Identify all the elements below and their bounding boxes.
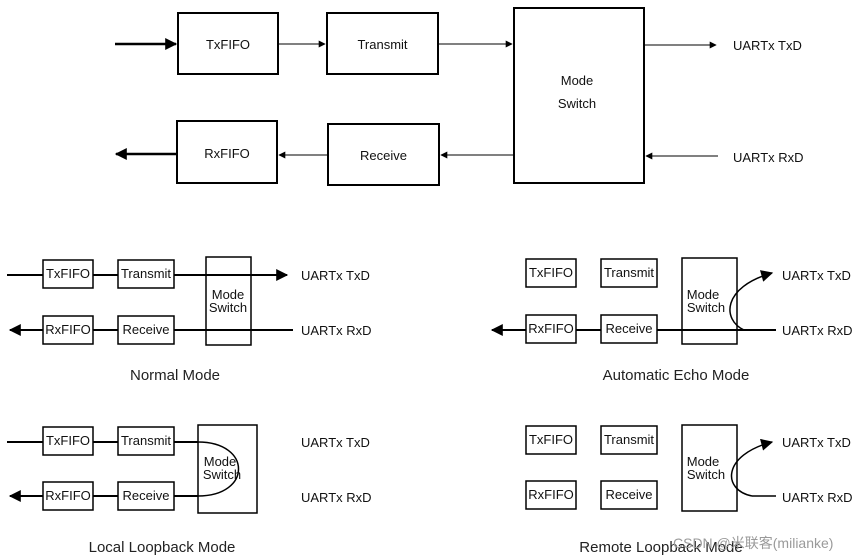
echo-rxfifo-label: RxFIFO bbox=[528, 321, 574, 336]
main-transmit-box bbox=[326, 12, 439, 75]
main-mode-switch-label-1: Mode bbox=[561, 73, 594, 88]
normal-rxd-label: UARTx RxD bbox=[301, 323, 372, 338]
local-txd-label: UARTx TxD bbox=[301, 435, 370, 450]
echo-receive-box bbox=[600, 314, 658, 344]
echo-transmit-label: Transmit bbox=[604, 265, 654, 280]
remote-mode-switch-label-2: Switch bbox=[687, 467, 725, 482]
normal-rxfifo-label: RxFIFO bbox=[45, 322, 91, 337]
main-rxfifo-label: RxFIFO bbox=[204, 146, 250, 161]
remote-txfifo-label: TxFIFO bbox=[529, 432, 573, 447]
normal-txfifo-label: TxFIFO bbox=[46, 266, 90, 281]
remote-receive-box bbox=[600, 480, 658, 510]
echo-receive-label: Receive bbox=[606, 321, 653, 336]
watermark: CSDN @米联客(milianke) bbox=[673, 535, 833, 551]
normal-mode-switch-label-1: Mode bbox=[212, 287, 245, 302]
main-mode-switch-label-2: Switch bbox=[558, 96, 596, 111]
normal-mode-switch-label-2: Switch bbox=[209, 300, 247, 315]
remote-txd-label: UARTx TxD bbox=[782, 435, 851, 450]
normal-mode-switch-box bbox=[205, 256, 252, 346]
remote-mode-switch-box bbox=[681, 424, 738, 512]
main-txfifo-label: TxFIFO bbox=[206, 37, 250, 52]
normal-txfifo-box bbox=[42, 259, 94, 289]
echo-txd-label: UARTx TxD bbox=[782, 268, 851, 283]
normal-txd-label: UARTx TxD bbox=[301, 268, 370, 283]
local-rxfifo-label: RxFIFO bbox=[45, 488, 91, 503]
remote-receive-label: Receive bbox=[606, 487, 653, 502]
echo-rxd-label: UARTx RxD bbox=[782, 323, 853, 338]
remote-rxfifo-label: RxFIFO bbox=[528, 487, 574, 502]
normal-receive-label: Receive bbox=[123, 322, 170, 337]
remote-loop-path bbox=[730, 438, 774, 497]
local-receive-label: Receive bbox=[123, 488, 170, 503]
normal-transmit-box bbox=[117, 259, 175, 289]
local-loopback-mode-diagram: TxFIFO Transmit RxFIFO Receive Mode Swit… bbox=[7, 424, 372, 556]
echo-txfifo-label: TxFIFO bbox=[529, 265, 573, 280]
local-transmit-label: Transmit bbox=[121, 433, 171, 448]
automatic-echo-mode-diagram: TxFIFO Transmit Mode Switch RxFIFO Recei… bbox=[490, 257, 853, 384]
remote-transmit-label: Transmit bbox=[604, 432, 654, 447]
local-loopback-caption: Local Loopback Mode bbox=[89, 539, 236, 556]
normal-mode-diagram: TxFIFO Transmit RxFIFO Receive Mode Swit… bbox=[7, 256, 372, 384]
local-receive-box bbox=[117, 481, 175, 511]
echo-txfifo-box bbox=[525, 258, 577, 288]
main-rxd-label: UARTx RxD bbox=[733, 150, 804, 165]
echo-mode-switch-label-1: Mode bbox=[687, 287, 720, 302]
echo-mode-caption: Automatic Echo Mode bbox=[603, 367, 750, 384]
main-receive-label: Receive bbox=[360, 148, 407, 163]
local-loop-path bbox=[197, 441, 240, 497]
main-block-diagram: TxFIFO Transmit Mode Switch UARTx TxD UA… bbox=[114, 7, 804, 186]
echo-transmit-box bbox=[600, 258, 658, 288]
normal-transmit-label: Transmit bbox=[121, 266, 171, 281]
main-mode-switch-box bbox=[513, 7, 645, 184]
normal-rxfifo-box bbox=[42, 315, 94, 345]
local-rxfifo-box bbox=[42, 481, 94, 511]
normal-mode-caption: Normal Mode bbox=[130, 367, 220, 384]
local-transmit-box bbox=[117, 426, 175, 456]
remote-transmit-box bbox=[600, 425, 658, 455]
remote-loopback-caption: Remote Loopback Mode bbox=[579, 539, 742, 556]
main-receive-box bbox=[327, 123, 440, 186]
remote-txfifo-box bbox=[525, 425, 577, 455]
normal-receive-box bbox=[117, 315, 175, 345]
local-mode-switch-label-2: Switch bbox=[203, 467, 241, 482]
local-mode-switch-label-1: Mode bbox=[204, 454, 237, 469]
remote-rxfifo-box bbox=[525, 480, 577, 510]
local-txfifo-label: TxFIFO bbox=[46, 433, 90, 448]
local-rxd-label: UARTx RxD bbox=[301, 490, 372, 505]
main-rxfifo-box bbox=[176, 120, 278, 184]
remote-mode-switch-label-1: Mode bbox=[687, 454, 720, 469]
echo-rxfifo-box bbox=[525, 314, 577, 344]
echo-mode-switch-label-2: Switch bbox=[687, 300, 725, 315]
local-mode-switch-box bbox=[197, 424, 258, 514]
local-txfifo-box bbox=[42, 426, 94, 456]
main-transmit-label: Transmit bbox=[357, 37, 407, 52]
remote-rxd-label: UARTx RxD bbox=[782, 490, 853, 505]
main-txd-label: UARTx TxD bbox=[733, 38, 802, 53]
remote-loopback-mode-diagram: TxFIFO Transmit RxFIFO Receive Mode Swit… bbox=[525, 424, 853, 556]
echo-loop-path bbox=[729, 270, 774, 331]
